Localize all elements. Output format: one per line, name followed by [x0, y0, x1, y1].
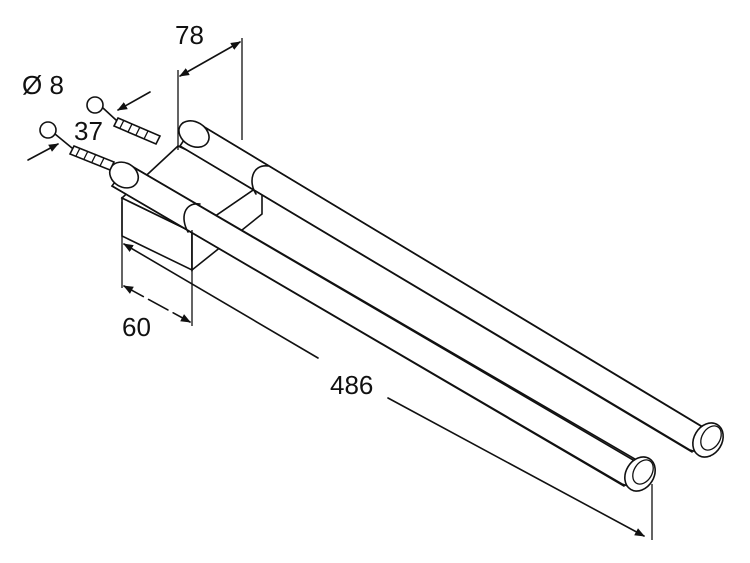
dimension-diameter-8: Ø 8 [22, 70, 151, 161]
dimension-60: 60 [122, 285, 191, 342]
back-towel-arm [178, 120, 724, 458]
extension-lines [121, 38, 653, 540]
dimension-486-label: 486 [330, 370, 373, 400]
dimension-37-label: 37 [74, 116, 103, 146]
dimension-diameter-label: Ø 8 [22, 70, 64, 100]
dimension-486: 486 [123, 243, 645, 537]
dimension-37: 37 [74, 116, 103, 146]
screw-upper [86, 96, 162, 146]
front-towel-arm [108, 161, 656, 492]
dimension-60-label: 60 [122, 312, 151, 342]
dimension-78: 78 [175, 20, 241, 77]
dimension-78-label: 78 [175, 20, 204, 50]
screw-lower [39, 121, 116, 172]
